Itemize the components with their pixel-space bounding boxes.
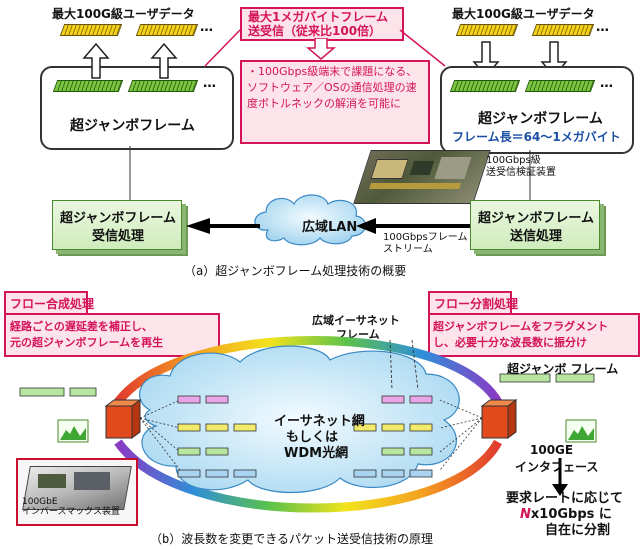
inverse-mux-device-frame: [16, 458, 138, 526]
callout-title-line2: 送受信（従来比100倍）: [248, 24, 382, 38]
left-frame-label: 超ジャンボフレーム: [70, 118, 195, 134]
split-desc-line1: 超ジャンボフレームをフラグメント: [433, 320, 609, 333]
cloud-line3: WDM光網: [284, 446, 349, 461]
wan-cloud-diagram: [186, 194, 470, 246]
caption-b: （b）波長数を変更できるパケット送受信技術の原理: [150, 532, 433, 546]
left-up-arrows: [82, 42, 178, 79]
split-desc-line2: し、必要十分な波長数に振分け: [433, 336, 587, 349]
test-device-label-2: 送受信検証装置: [486, 167, 556, 178]
right-frame-ellipsis: …: [600, 76, 613, 91]
receive-process-box: [52, 200, 182, 250]
inverse-mux-diagram: [19, 336, 597, 513]
merge-title-box: [4, 291, 88, 317]
rate-n-symbol: N: [520, 507, 531, 522]
frame-length-label: フレーム長＝64～1メガバイト: [452, 130, 621, 144]
callout-down-arrow: [306, 38, 336, 60]
wide-ethernet-label-1: 広域イーサネット: [312, 314, 400, 327]
ge-interface-line2: インタフェース: [515, 460, 599, 474]
rate-line2: Nx10Gbps に: [520, 503, 612, 522]
callout-title-line1: 最大1メガバイトフレーム: [248, 10, 388, 24]
receive-box-line1: 超ジャンボフレーム: [60, 211, 176, 226]
send-process-box: [470, 200, 600, 250]
send-box-line2: 送信処理: [510, 229, 563, 244]
send-box-line1: 超ジャンボフレーム: [478, 211, 594, 226]
callout-connectors: [129, 29, 531, 200]
receive-box-line2: 受信処理: [92, 229, 145, 244]
inverse-mux-label-1: 100GbE: [22, 497, 58, 507]
test-device-label-1: 100Gbps級: [486, 155, 541, 166]
merge-title: フロー合成処理: [10, 297, 95, 311]
right-ellipsis: …: [596, 20, 609, 35]
left-user-data-label: 最大100G級ユーザデータ: [52, 7, 195, 21]
stream-label-1: 100Gbpsフレーム: [383, 232, 468, 243]
inverse-mux-label-2: インバースマックス装置: [22, 507, 121, 517]
caption-a: （a）超ジャンボフレーム処理技術の概要: [184, 264, 407, 278]
cloud-line2: もしくは: [286, 430, 339, 445]
callout-bullet: ・100Gbps級端末で課題になる、ソフトウェア／OSの通信処理の速度ボトルネッ…: [247, 65, 418, 110]
rate-line1: 要求レートに応じて: [506, 491, 624, 506]
merge-desc-line1: 経路ごとの遅延差を補正し、: [10, 320, 153, 333]
split-desc-box: [428, 313, 640, 357]
rate-line3: 自在に分割: [545, 523, 611, 538]
left-ellipsis: …: [200, 20, 213, 35]
cloud-line1: イーサネット網: [274, 414, 365, 429]
ge-interface-line1: 100GE: [530, 443, 574, 457]
wan-label: 広域LAN: [302, 220, 358, 235]
callout-body-box: [240, 60, 430, 144]
rate-line2-suffix: x10Gbps に: [530, 507, 612, 522]
right-frame-label: 超ジャンボフレーム: [478, 111, 603, 127]
merge-desc-box: [4, 313, 220, 357]
left-frame-ellipsis: …: [203, 76, 216, 91]
split-title: フロー分割処理: [434, 297, 519, 311]
jumbo-frame-label: 超ジャンボ フレーム: [507, 362, 619, 376]
stream-label-2: ストリーム: [383, 244, 433, 255]
right-user-data-label: 最大100G級ユーザデータ: [452, 7, 595, 21]
merge-desc-line2: 元の超ジャンボフレームを再生: [10, 336, 164, 349]
